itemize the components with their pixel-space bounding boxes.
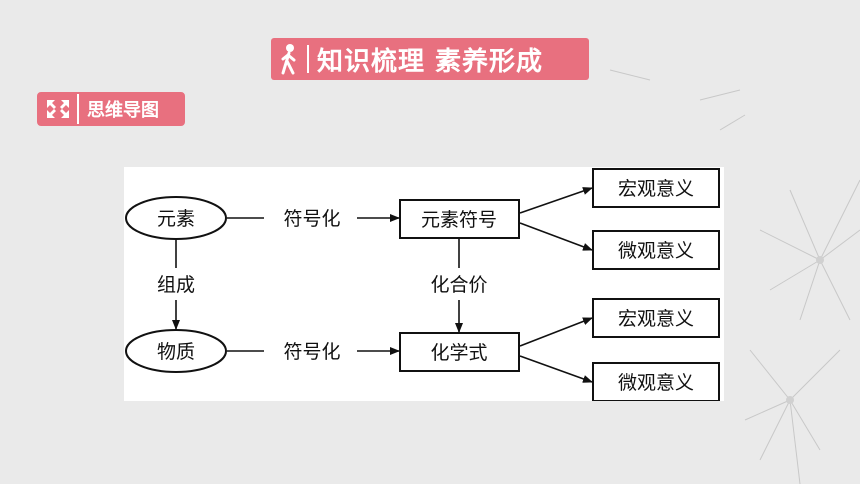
node-hongguan-1: 宏观意义: [618, 178, 694, 200]
node-weiguan-2: 微观意义: [618, 372, 694, 394]
node-hongguan-2: 宏观意义: [618, 308, 694, 330]
node-yuansu-fuhao: 元素符号: [421, 209, 497, 231]
edge-fuhao-to-weiguan-1: [519, 222, 593, 251]
label-huahejia: 化合价: [430, 274, 487, 296]
section-badge: 思维导图: [37, 92, 185, 126]
edge-huaxueshi-to-weiguan-2: [519, 355, 593, 383]
node-weiguan-2-box: [592, 362, 720, 401]
node-hongguan-2-box: [592, 298, 720, 338]
node-wuzhi-ellipse: [125, 329, 227, 373]
node-huaxueshi-box: [399, 332, 520, 372]
node-hongguan-1-box: [592, 168, 720, 208]
label-fuhaohua-bottom: 符号化: [283, 341, 340, 363]
edge-fuhao-to-hongguan-1: [519, 187, 593, 214]
walking-person-icon: [271, 38, 307, 80]
label-zucheng: 组成: [157, 274, 195, 296]
node-weiguan-1-box: [592, 230, 720, 270]
node-weiguan-1: 微观意义: [618, 240, 694, 262]
concept-map: 元素 物质 元素符号 化学式 宏观意义 微观意义 宏观意义 微观意义 符号化 符…: [124, 167, 724, 401]
edge-huaxueshi-to-hongguan-2: [519, 317, 593, 347]
mind-map-arrows-icon: [39, 94, 77, 124]
title-divider: [307, 45, 309, 73]
section-badge-label: 思维导图: [77, 94, 183, 124]
node-yuansu-fuhao-box: [399, 199, 520, 239]
label-fuhaohua-top: 符号化: [283, 208, 340, 230]
node-huaxueshi: 化学式: [430, 342, 487, 364]
node-yuansu: 元素: [157, 208, 195, 230]
page-title: 知识梳理 素养形成: [317, 46, 544, 77]
title-banner: 知识梳理 素养形成: [271, 38, 589, 80]
node-yuansu-ellipse: [125, 196, 227, 240]
node-wuzhi: 物质: [157, 341, 195, 363]
